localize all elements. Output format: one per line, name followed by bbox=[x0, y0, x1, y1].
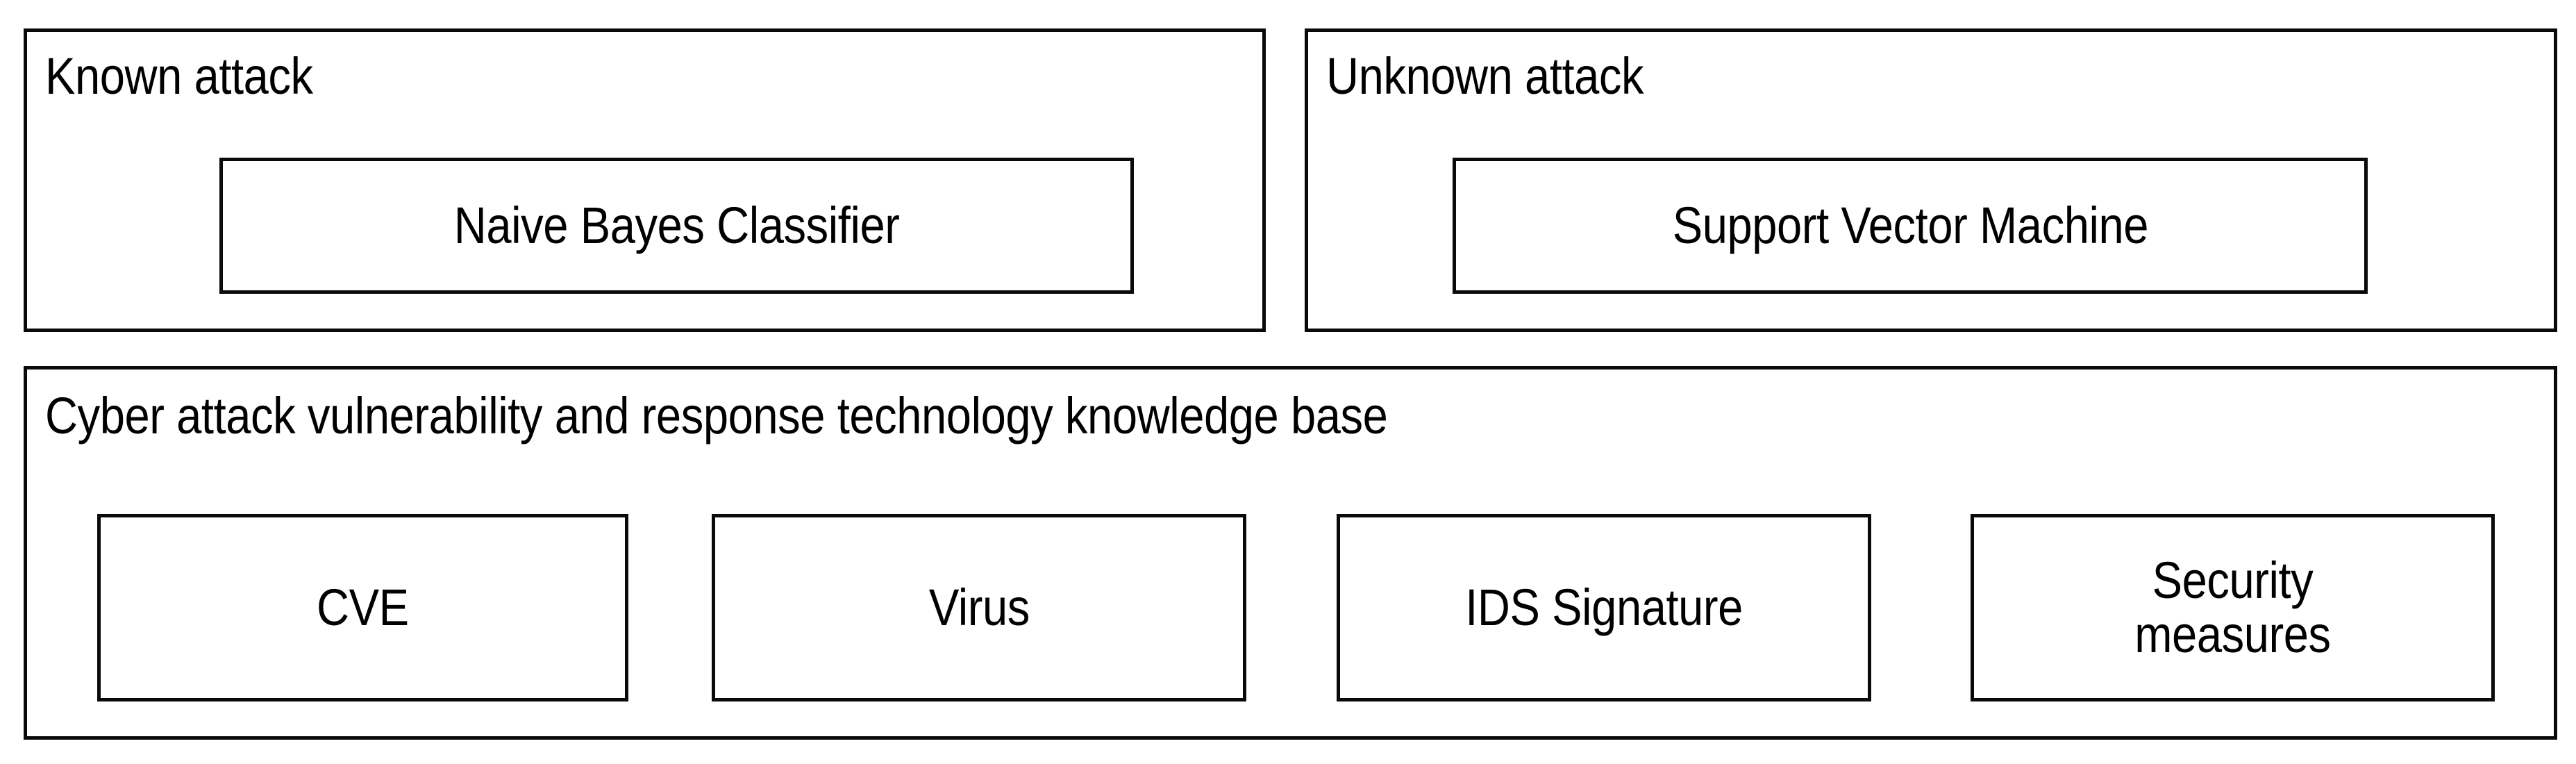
cve-label: CVE bbox=[317, 578, 409, 636]
support-vector-machine-label: Support Vector Machine bbox=[1672, 196, 2148, 254]
knowledge-base-group: Cyber attack vulnerability and response … bbox=[24, 366, 2557, 740]
ids-signature-box[interactable]: IDS Signature bbox=[1337, 514, 1871, 701]
unknown-attack-group: Unknown attack Support Vector Machine bbox=[1305, 28, 2557, 332]
virus-box[interactable]: Virus bbox=[712, 514, 1246, 701]
knowledge-base-group-title: Cyber attack vulnerability and response … bbox=[45, 387, 1388, 445]
naive-bayes-classifier-label: Naive Bayes Classifier bbox=[453, 196, 900, 254]
known-attack-group: Known attack Naive Bayes Classifier bbox=[24, 28, 1266, 332]
known-attack-group-title: Known attack bbox=[45, 47, 313, 105]
unknown-attack-group-title: Unknown attack bbox=[1326, 47, 1644, 105]
naive-bayes-classifier-box[interactable]: Naive Bayes Classifier bbox=[219, 158, 1134, 294]
virus-label: Virus bbox=[928, 578, 1030, 636]
cve-box[interactable]: CVE bbox=[97, 514, 628, 701]
support-vector-machine-box[interactable]: Support Vector Machine bbox=[1453, 158, 2368, 294]
ids-signature-label: IDS Signature bbox=[1465, 578, 1743, 636]
security-measures-box[interactable]: Security measures bbox=[1971, 514, 2495, 701]
security-measures-label: Security measures bbox=[2134, 551, 2331, 663]
